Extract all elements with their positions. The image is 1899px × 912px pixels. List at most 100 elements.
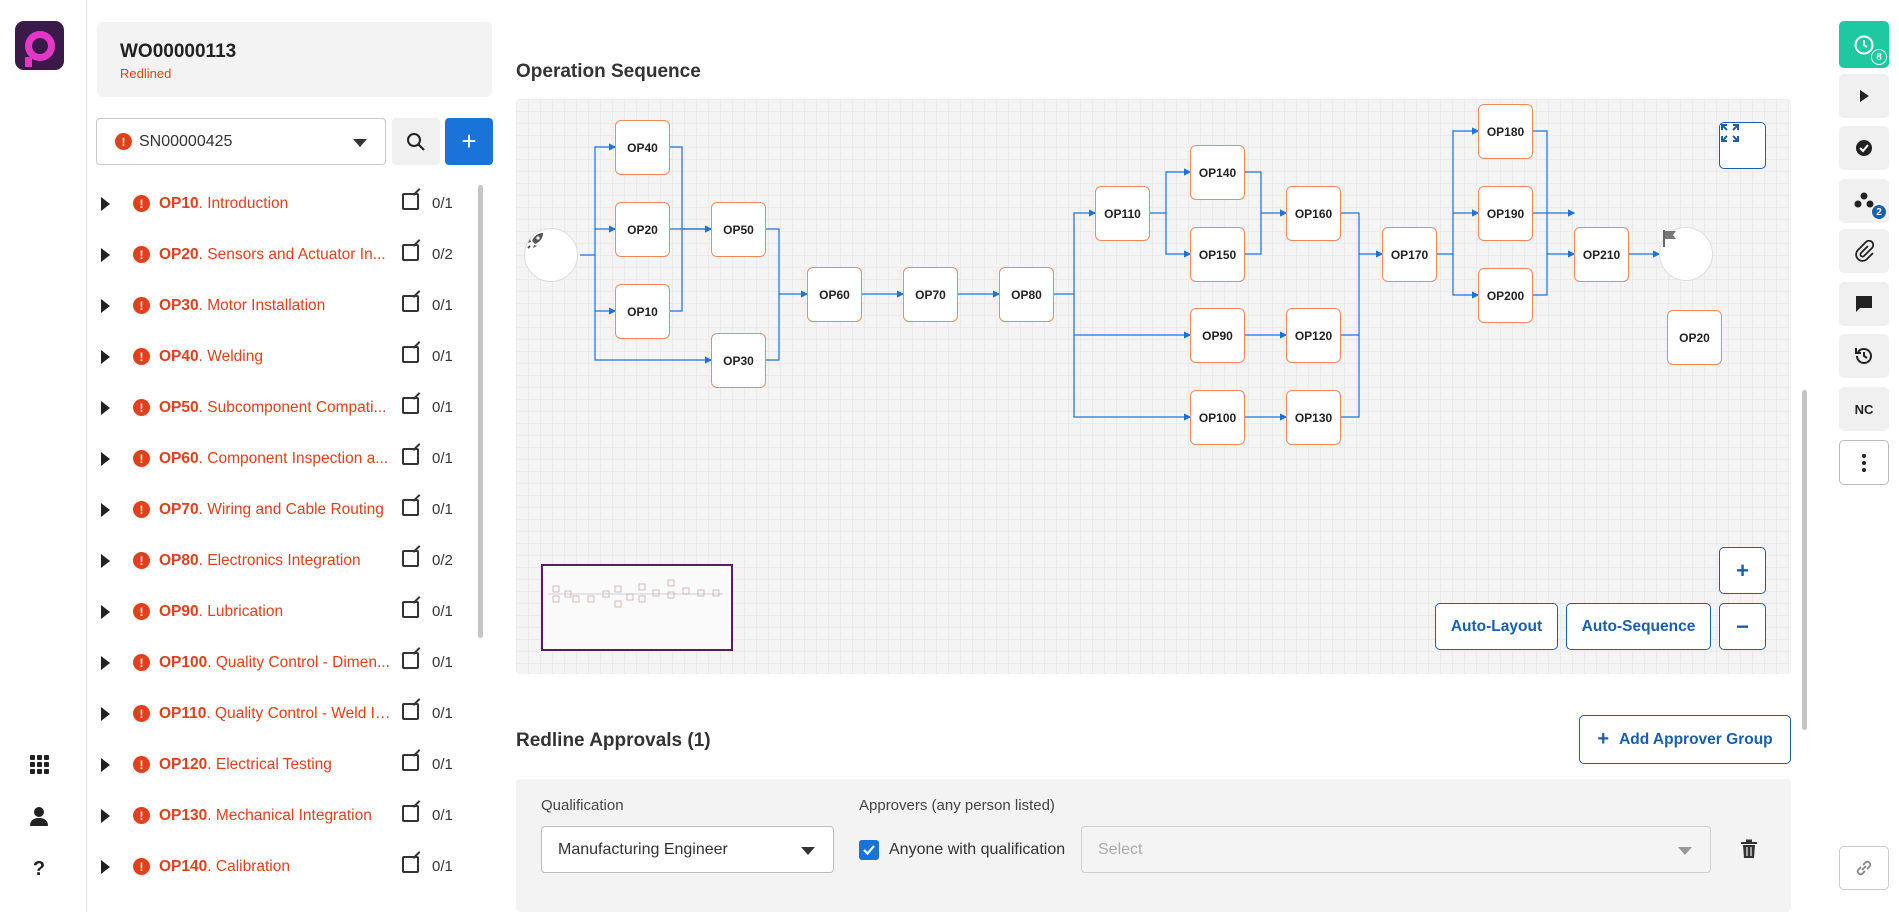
operation-label[interactable]: OP10. Introduction: [159, 195, 391, 213]
node-op40[interactable]: OP40: [615, 120, 670, 175]
edit-icon[interactable]: [402, 652, 419, 669]
node-op200[interactable]: OP200: [1478, 268, 1533, 323]
expand-caret-icon[interactable]: [101, 604, 110, 619]
operation-label[interactable]: OP120. Electrical Testing: [159, 756, 391, 774]
expand-caret-icon[interactable]: [101, 808, 110, 823]
node-op90[interactable]: OP90: [1190, 308, 1245, 363]
history-button[interactable]: [1839, 334, 1889, 378]
operation-label[interactable]: OP100. Quality Control - Dimen...: [159, 654, 391, 672]
node-op110[interactable]: OP110: [1095, 186, 1150, 241]
help-icon[interactable]: ?: [32, 857, 46, 880]
sequence-canvas[interactable]: OP40 OP20 OP10 OP50 OP30 OP60 OP70 OP80 …: [516, 99, 1791, 674]
user-icon[interactable]: [24, 801, 54, 831]
edit-icon[interactable]: [402, 448, 419, 465]
edit-icon[interactable]: [402, 856, 419, 873]
expand-caret-icon[interactable]: [101, 859, 110, 874]
more-button[interactable]: [1839, 440, 1889, 485]
search-button[interactable]: [392, 118, 440, 165]
timer-button[interactable]: 8: [1839, 21, 1889, 68]
expand-caret-icon[interactable]: [101, 706, 110, 721]
node-op20-unlinked[interactable]: OP20: [1667, 310, 1722, 365]
start-node[interactable]: [524, 228, 578, 282]
node-op160[interactable]: OP160: [1286, 186, 1341, 241]
delete-button[interactable]: [1740, 839, 1758, 864]
operation-label[interactable]: OP60. Component Inspection a...: [159, 450, 391, 468]
qualification-select[interactable]: Manufacturing Engineer: [541, 826, 834, 873]
complete-button[interactable]: [1839, 126, 1889, 170]
expand-caret-icon[interactable]: [101, 502, 110, 517]
comments-button[interactable]: [1839, 282, 1889, 326]
node-op130[interactable]: OP130: [1286, 390, 1341, 445]
groups-button[interactable]: 2: [1839, 179, 1889, 223]
play-button[interactable]: [1839, 74, 1889, 118]
expand-caret-icon[interactable]: [101, 298, 110, 313]
expand-caret-icon[interactable]: [101, 349, 110, 364]
expand-caret-icon[interactable]: [101, 553, 110, 568]
operation-label[interactable]: OP50. Subcomponent Compati...: [159, 399, 391, 417]
main-scrollbar[interactable]: [1802, 390, 1807, 730]
zoom-out-button[interactable]: −: [1719, 603, 1766, 650]
node-op30[interactable]: OP30: [711, 333, 766, 388]
edit-icon[interactable]: [402, 346, 419, 363]
node-op170[interactable]: OP170: [1382, 227, 1437, 282]
edit-icon[interactable]: [402, 193, 419, 210]
operation-row[interactable]: !OP100. Quality Control - Dimen...0/1: [96, 637, 472, 688]
node-op190[interactable]: OP190: [1478, 186, 1533, 241]
add-approver-group-button[interactable]: + Add Approver Group: [1579, 715, 1791, 764]
node-op60[interactable]: OP60: [807, 267, 862, 322]
operation-label[interactable]: OP140. Calibration: [159, 858, 391, 876]
edit-icon[interactable]: [402, 703, 419, 720]
expand-caret-icon[interactable]: [101, 196, 110, 211]
auto-sequence-button[interactable]: Auto-Sequence: [1566, 603, 1711, 650]
node-op50[interactable]: OP50: [711, 202, 766, 257]
node-op20[interactable]: OP20: [615, 202, 670, 257]
anyone-checkbox[interactable]: [859, 840, 879, 860]
operation-row[interactable]: !OP60. Component Inspection a...0/1: [96, 433, 472, 484]
attachments-button[interactable]: [1839, 229, 1889, 273]
auto-layout-button[interactable]: Auto-Layout: [1435, 603, 1558, 650]
edit-icon[interactable]: [402, 244, 419, 261]
operation-label[interactable]: OP110. Quality Control - Weld In...: [159, 705, 391, 723]
node-op80[interactable]: OP80: [999, 267, 1054, 322]
nc-button[interactable]: NC: [1839, 387, 1889, 431]
operation-label[interactable]: OP130. Mechanical Integration: [159, 807, 391, 825]
edit-icon[interactable]: [402, 295, 419, 312]
add-button[interactable]: +: [445, 118, 493, 165]
operation-label[interactable]: OP80. Electronics Integration: [159, 552, 391, 570]
edit-icon[interactable]: [402, 550, 419, 567]
expand-caret-icon[interactable]: [101, 247, 110, 262]
apps-grid-icon[interactable]: [24, 749, 54, 779]
serial-number-select[interactable]: ! SN00000425: [96, 118, 386, 165]
operation-row[interactable]: !OP50. Subcomponent Compati...0/1: [96, 382, 472, 433]
node-op150[interactable]: OP150: [1190, 227, 1245, 282]
node-op140[interactable]: OP140: [1190, 145, 1245, 200]
edit-icon[interactable]: [402, 601, 419, 618]
node-op70[interactable]: OP70: [903, 267, 958, 322]
operation-row[interactable]: !OP110. Quality Control - Weld In...0/1: [96, 688, 472, 739]
edit-icon[interactable]: [402, 499, 419, 516]
node-op120[interactable]: OP120: [1286, 308, 1341, 363]
operation-label[interactable]: OP90. Lubrication: [159, 603, 391, 621]
app-logo[interactable]: [15, 21, 64, 70]
operation-row[interactable]: !OP20. Sensors and Actuator In...0/2: [96, 229, 472, 280]
fullscreen-button[interactable]: [1719, 122, 1766, 169]
node-op100[interactable]: OP100: [1190, 390, 1245, 445]
zoom-in-button[interactable]: +: [1719, 547, 1766, 594]
operation-label[interactable]: OP70. Wiring and Cable Routing: [159, 501, 391, 519]
approvers-select[interactable]: Select: [1081, 826, 1711, 873]
operation-label[interactable]: OP20. Sensors and Actuator In...: [159, 246, 391, 264]
minimap[interactable]: [541, 564, 733, 651]
expand-caret-icon[interactable]: [101, 655, 110, 670]
edit-icon[interactable]: [402, 805, 419, 822]
edit-icon[interactable]: [402, 397, 419, 414]
node-op10[interactable]: OP10: [615, 284, 670, 339]
end-node[interactable]: [1659, 227, 1713, 281]
expand-caret-icon[interactable]: [101, 757, 110, 772]
